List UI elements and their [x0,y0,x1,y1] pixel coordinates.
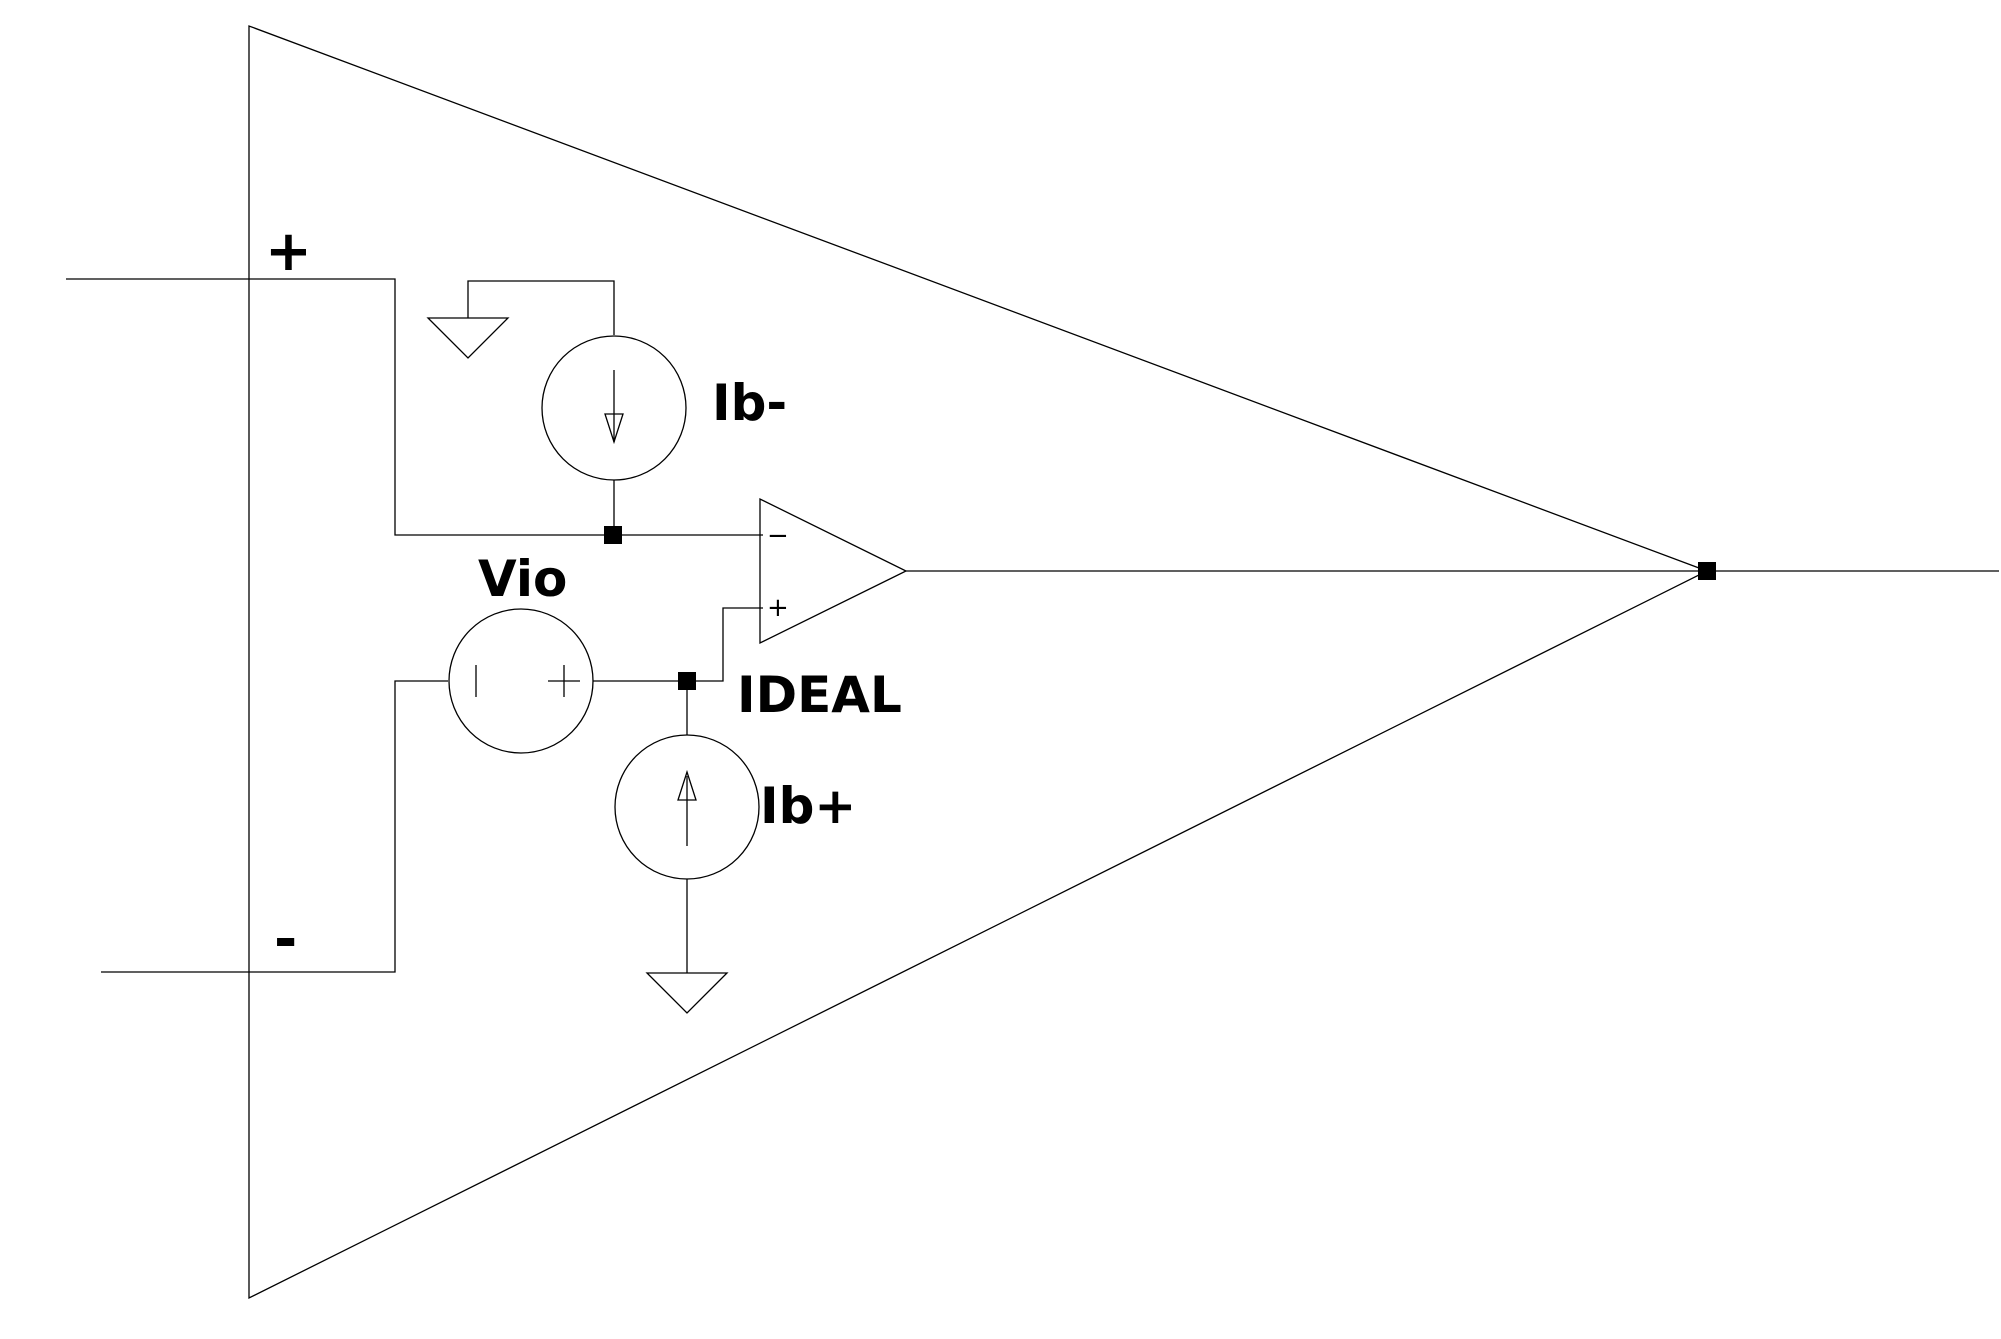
vio-label: Vio [478,550,567,608]
ib-minus-ground-wire [467,280,615,335]
ib-plus-label: Ib+ [760,777,856,835]
ib-plus-arrow-up-icon [677,769,697,801]
ideal-label: IDEAL [737,666,902,724]
pin-plus-label: + [265,219,312,284]
ideal-opamp-minus-sign: − [767,521,789,551]
input-plus-wire[interactable] [66,278,763,536]
pin-minus-label: - [274,907,297,972]
ib-minus-arrow-down-icon [604,413,624,445]
ib-minus-label: Ib- [712,374,787,432]
node-output [1698,562,1716,580]
vio-to-ideal-wire [593,607,763,682]
node-inverting [604,526,622,544]
input-minus-wire[interactable] [101,680,448,973]
outer-opamp-triangle [248,25,1709,1300]
ground-symbol-top [426,317,510,359]
ground-symbol-bottom [645,972,729,1014]
ideal-opamp-triangle[interactable] [759,497,908,645]
ideal-opamp-plus-sign: + [767,593,789,623]
